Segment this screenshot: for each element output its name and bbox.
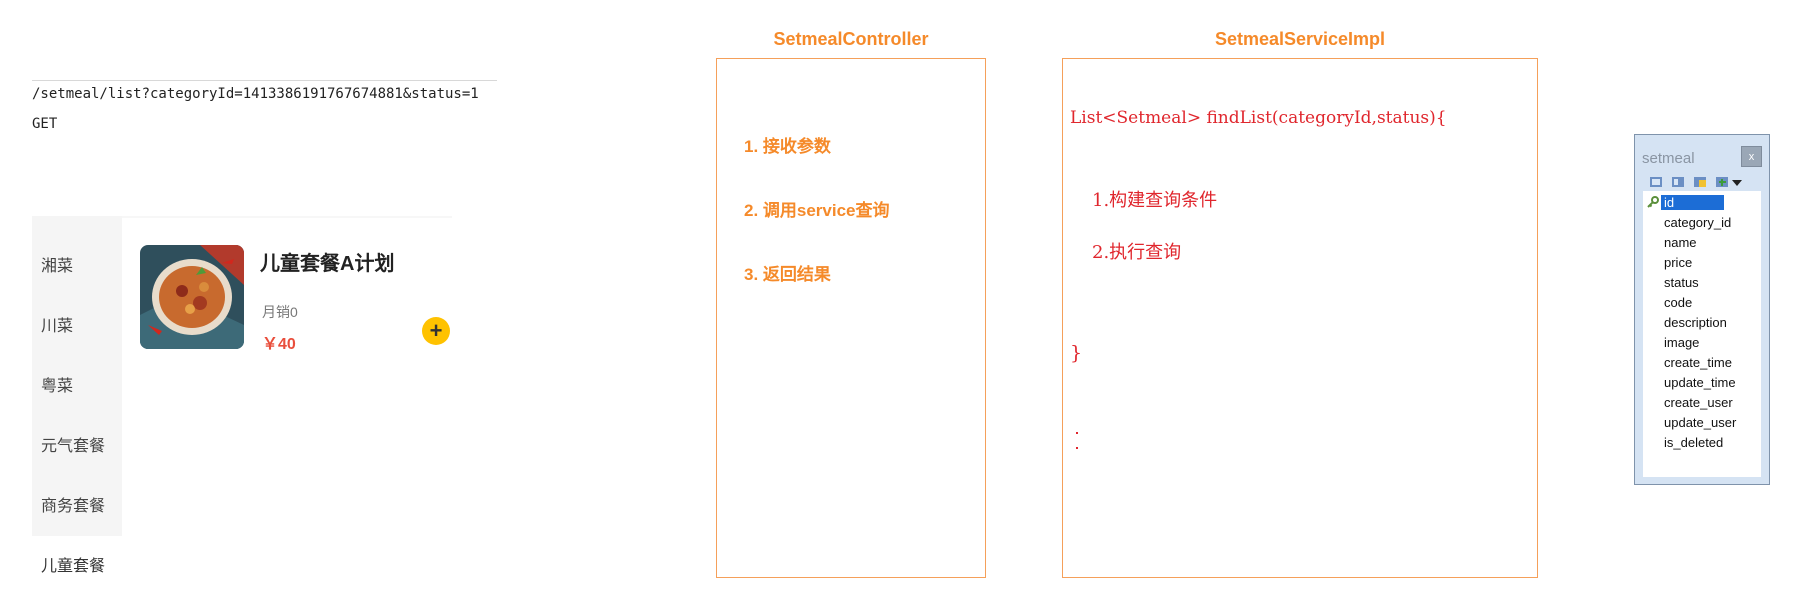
controller-step: 3. 返回结果	[744, 265, 831, 284]
category-item-active[interactable]: 儿童套餐	[41, 558, 106, 575]
primary-key-icon	[1647, 196, 1659, 208]
controller-box	[716, 58, 986, 578]
table-toolbar-icon[interactable]	[1672, 177, 1686, 189]
artifact-dot	[1076, 432, 1078, 434]
closing-brace: }	[1070, 342, 1083, 364]
controller-step: 2. 调用service查询	[744, 201, 890, 220]
table-field[interactable]: category_id	[1664, 215, 1732, 230]
category-item[interactable]: 元气套餐	[41, 438, 106, 455]
table-field[interactable]: name	[1664, 235, 1697, 250]
table-field[interactable]: update_user	[1664, 415, 1737, 430]
request-url: /setmeal/list?categoryId=141338619176767…	[32, 86, 479, 102]
artifact-dot	[1076, 447, 1078, 449]
table-field[interactable]: price	[1664, 255, 1693, 270]
category-item[interactable]: 湘菜	[41, 258, 74, 275]
category-item[interactable]: 川菜	[41, 318, 74, 335]
table-toolbar-icon[interactable]	[1694, 177, 1708, 189]
table-field[interactable]: code	[1664, 295, 1693, 310]
table-name: setmeal	[1642, 150, 1695, 167]
table-field[interactable]: description	[1664, 315, 1727, 330]
dish-image	[140, 245, 244, 349]
dish-sales: 月销0	[262, 304, 298, 320]
category-sidebar	[32, 216, 122, 536]
table-field[interactable]: image	[1664, 335, 1700, 350]
add-to-cart-button[interactable]: +	[422, 317, 450, 345]
table-field-list	[1643, 191, 1761, 477]
category-item[interactable]: 粤菜	[41, 378, 74, 395]
close-button[interactable]: x	[1741, 146, 1762, 167]
dish-price: ￥40	[262, 336, 296, 353]
divider-line	[32, 80, 497, 81]
request-method: GET	[32, 116, 58, 132]
table-field[interactable]: create_time	[1664, 355, 1732, 370]
service-box	[1062, 58, 1538, 578]
table-toolbar-icon[interactable]	[1716, 177, 1730, 189]
table-field-selected[interactable]: id	[1661, 195, 1725, 210]
menu-top-border	[122, 216, 452, 218]
service-step: 2.执行查询	[1092, 242, 1182, 263]
category-item[interactable]: 商务套餐	[41, 498, 106, 515]
table-field[interactable]: update_time	[1664, 375, 1736, 390]
table-toolbar-icon[interactable]	[1650, 177, 1664, 189]
chevron-down-icon[interactable]	[1732, 180, 1742, 186]
controller-step: 1. 接收参数	[744, 137, 831, 156]
table-field[interactable]: status	[1664, 275, 1699, 290]
dish-name: 儿童套餐A计划	[260, 253, 395, 275]
service-step: 1.构建查询条件	[1092, 190, 1218, 211]
service-title: SetmealServiceImpl	[1214, 29, 1386, 49]
method-signature: List<Setmeal> findList(categoryId,status…	[1070, 108, 1447, 128]
table-field[interactable]: is_deleted	[1664, 435, 1724, 450]
controller-title: SetmealController	[773, 29, 929, 49]
table-field[interactable]: create_user	[1664, 395, 1733, 410]
